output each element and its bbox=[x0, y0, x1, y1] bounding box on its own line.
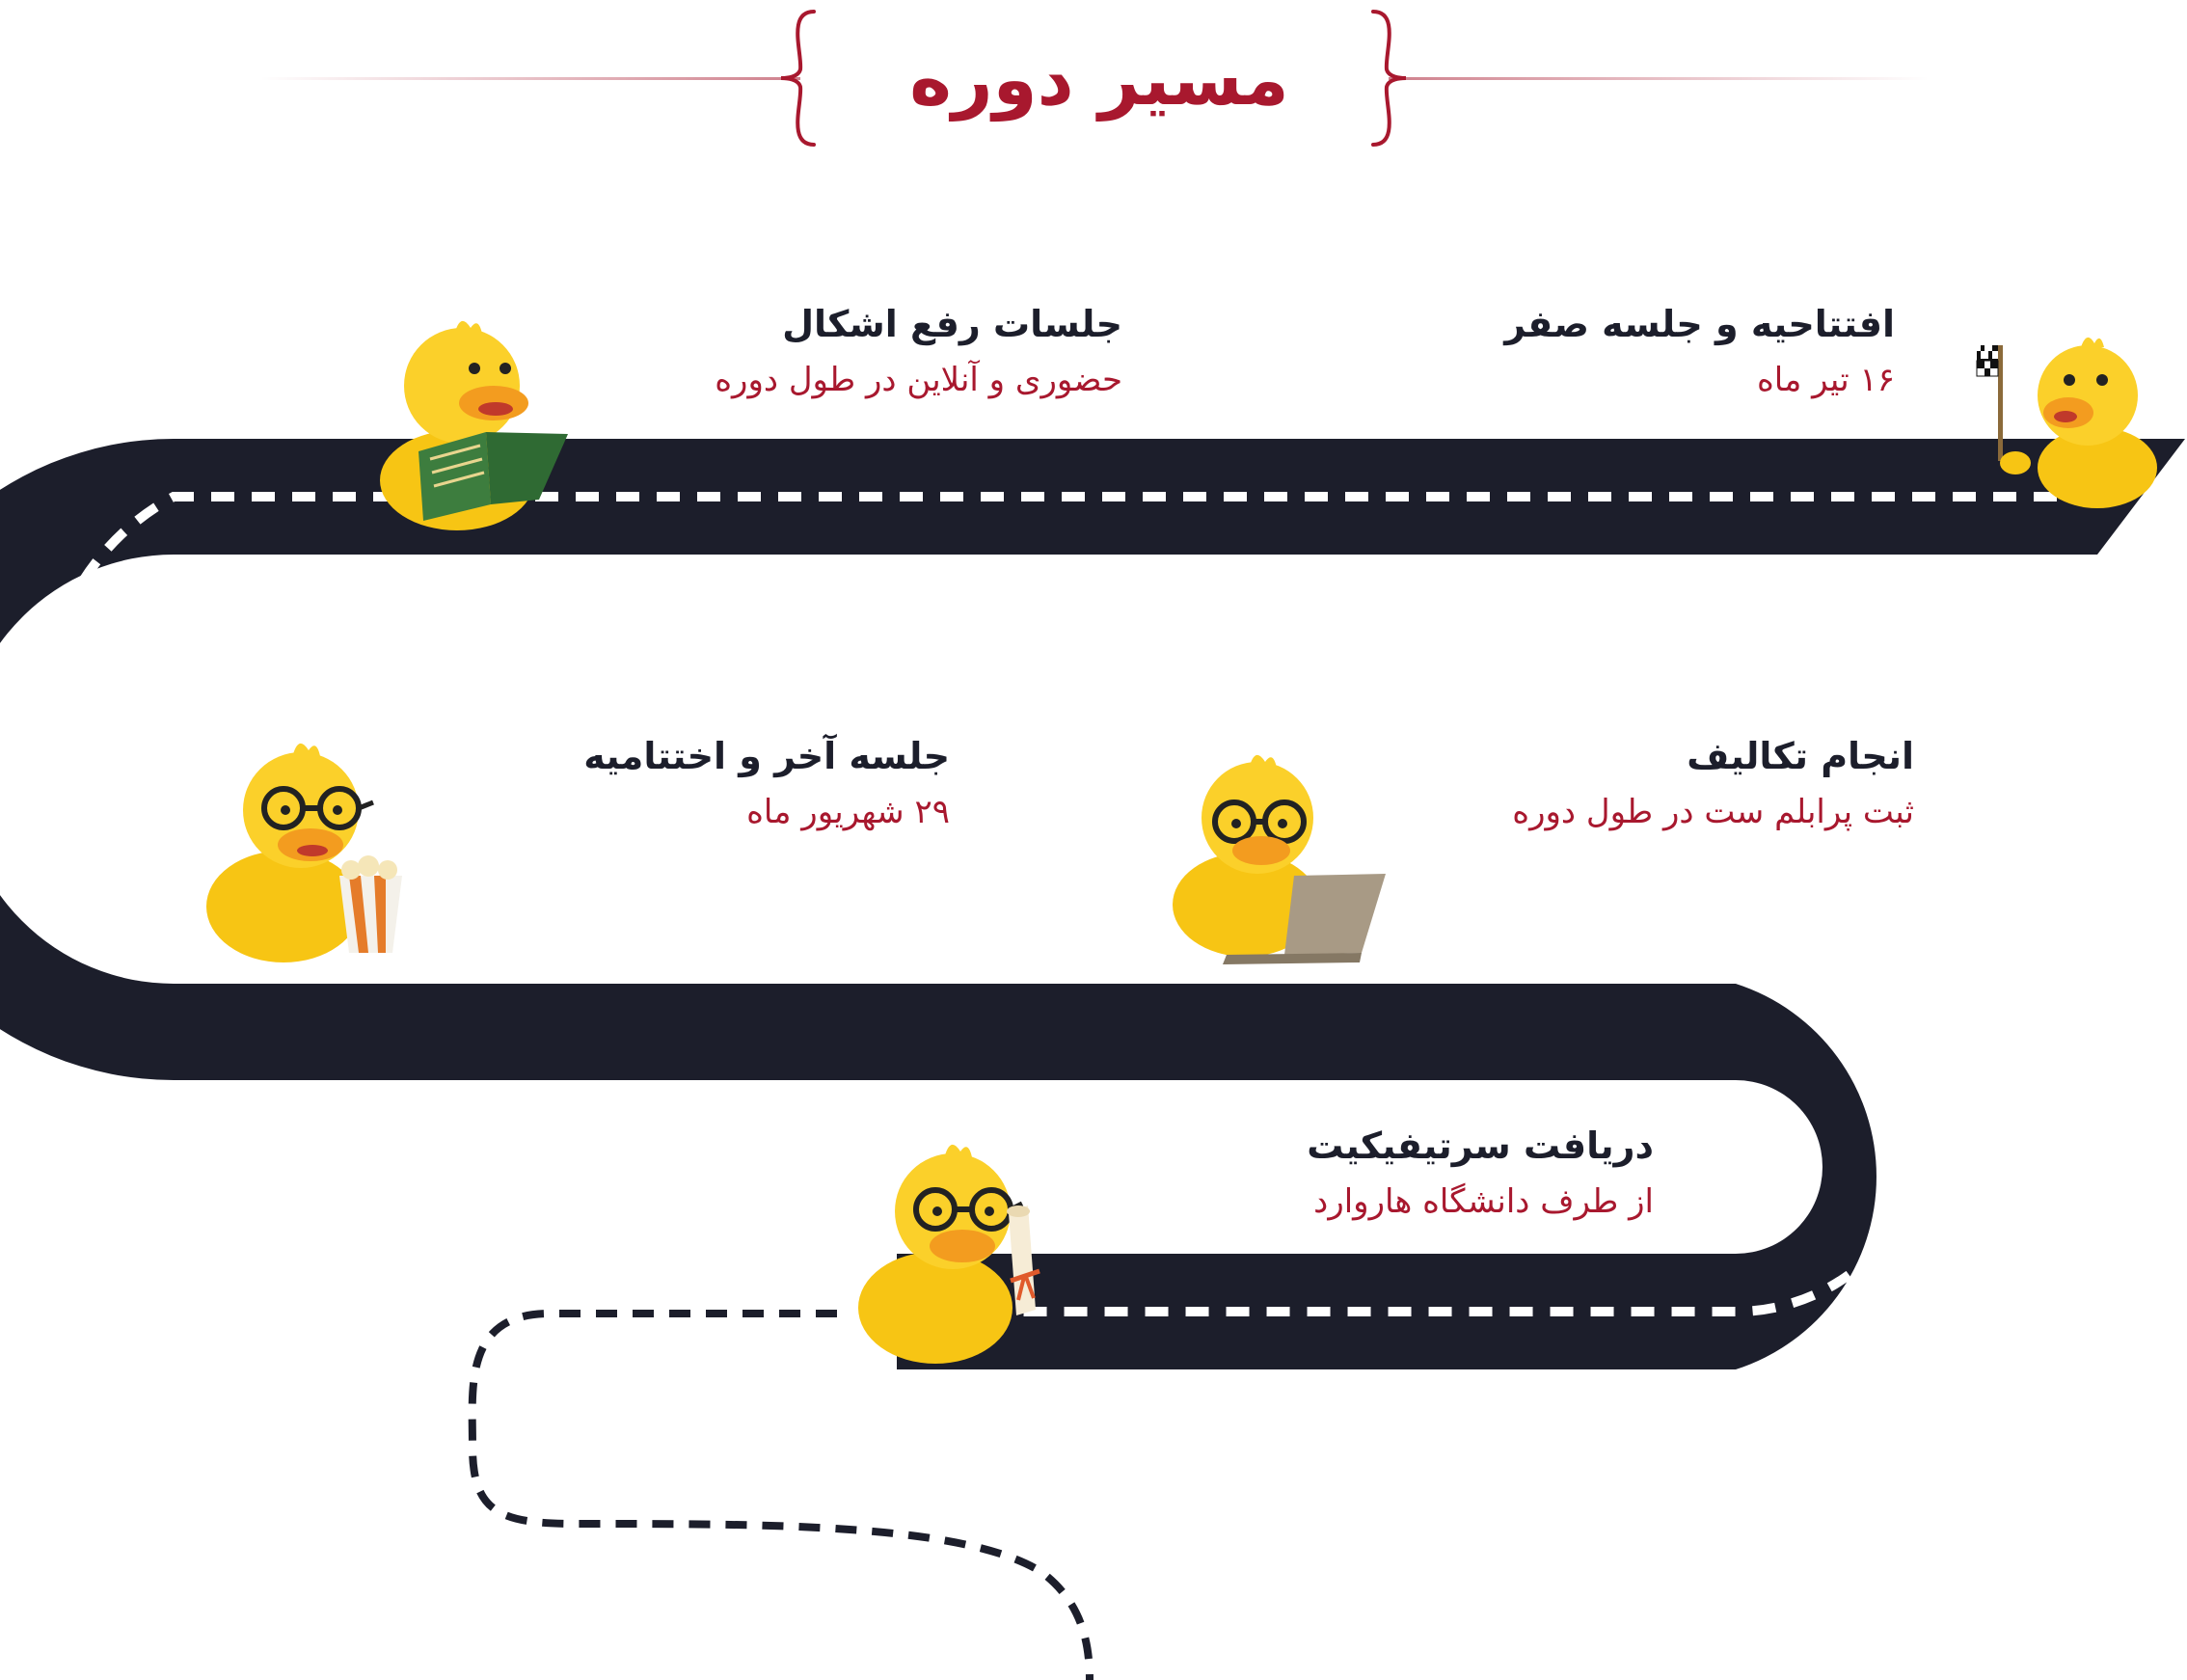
milestone-final-session: جلسه آخر و اختتامیه ۲۹ شهریور ماه bbox=[583, 729, 950, 841]
header-divider-right bbox=[1389, 77, 1929, 80]
milestone-qa-sessions: جلسات رفع اشکال حضوری و آنلاین در طول دو… bbox=[715, 297, 1122, 409]
road-lane-marking bbox=[40, 492, 2097, 1316]
duck-with-certificate-icon bbox=[856, 1136, 1064, 1372]
milestone-certificate: دریافت سرتیفیکیت از طرف دانشگاه هاروارد bbox=[1307, 1119, 1654, 1231]
milestone-title: جلسه آخر و اختتامیه bbox=[583, 735, 950, 777]
milestone-subtitle: ۱۶ تیر ماه bbox=[1756, 361, 1895, 399]
dotted-trail bbox=[468, 1310, 1094, 1680]
milestone-assignments: انجام تکالیف ثبت پرابلم ست در طول دوره bbox=[1512, 729, 1914, 841]
milestone-title: افتتاحیه و جلسه صفر bbox=[1504, 303, 1895, 345]
right-curly-bracket-icon bbox=[1371, 10, 1407, 147]
duck-with-checkered-flag-icon bbox=[1973, 318, 2160, 511]
milestone-subtitle: ۲۹ شهریور ماه bbox=[746, 793, 950, 831]
milestone-title: انجام تکالیف bbox=[1687, 735, 1914, 777]
duck-with-popcorn-icon bbox=[204, 741, 412, 972]
milestone-title: دریافت سرتیفیکیت bbox=[1307, 1125, 1654, 1167]
milestone-subtitle: حضوری و آنلاین در طول دوره bbox=[715, 361, 1122, 399]
milestone-subtitle: از طرف دانشگاه هاروارد bbox=[1313, 1182, 1654, 1221]
milestone-opening: افتتاحیه و جلسه صفر ۱۶ تیر ماه bbox=[1504, 297, 1895, 409]
road-surface bbox=[0, 439, 2185, 1369]
page-title: مسیر دوره bbox=[909, 39, 1289, 122]
duck-with-laptop-icon bbox=[1169, 750, 1395, 967]
left-curly-bracket-icon bbox=[780, 10, 816, 147]
milestone-title: جلسات رفع اشکال bbox=[782, 303, 1122, 345]
header-divider-left bbox=[260, 77, 800, 80]
milestone-subtitle: ثبت پرابلم ست در طول دوره bbox=[1512, 793, 1914, 831]
duck-reading-book-icon bbox=[370, 307, 573, 538]
